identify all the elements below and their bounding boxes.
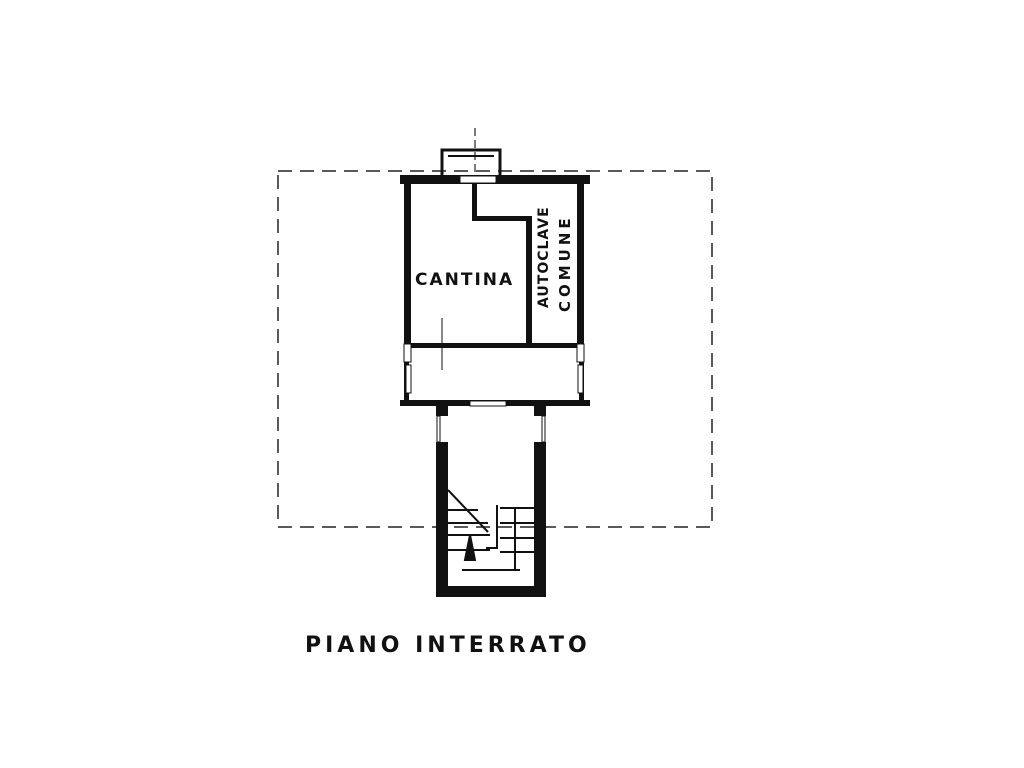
light-well <box>440 148 502 178</box>
room-label-cantina: CANTINA <box>415 270 514 290</box>
room-label-comune: COMUNE <box>556 214 574 312</box>
stairwell <box>436 404 546 597</box>
plan-title: PIANO INTERRATO <box>305 633 591 658</box>
stairs <box>447 489 534 571</box>
lot-outline <box>277 170 713 528</box>
openings <box>403 175 585 407</box>
room-label-autoclave: AUTOCLAVE <box>536 206 552 308</box>
